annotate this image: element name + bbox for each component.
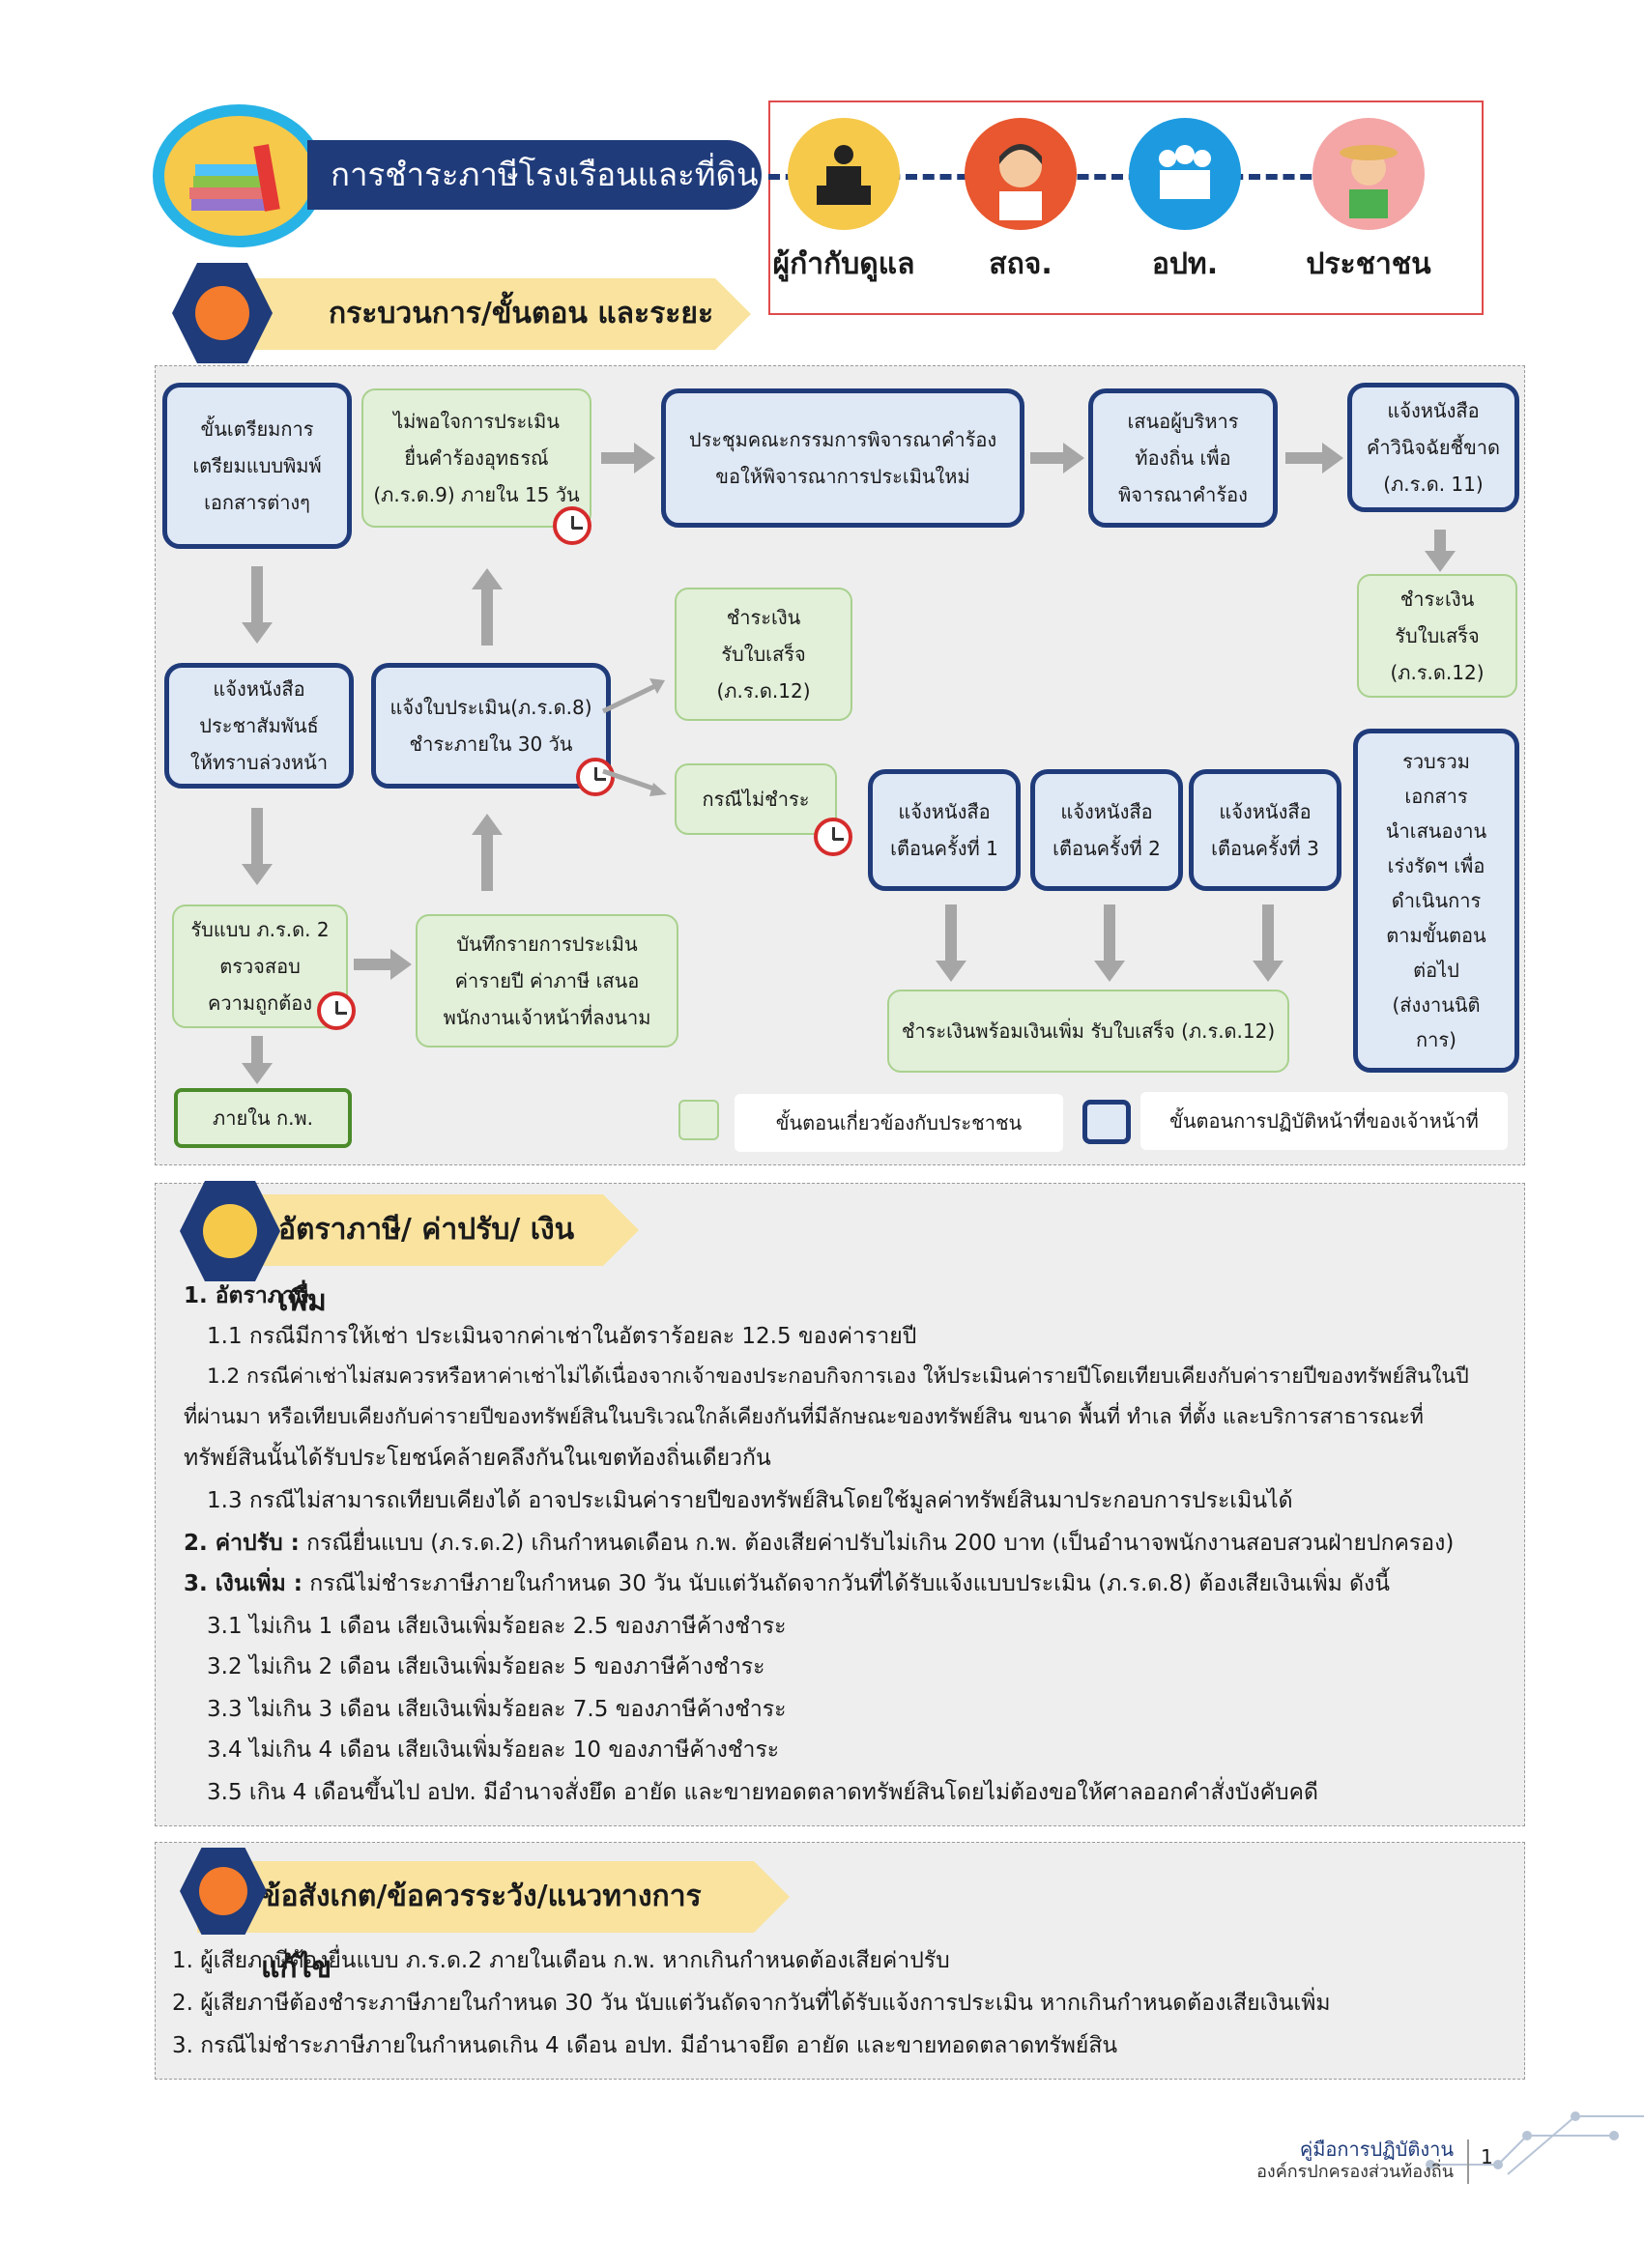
rates-heading-3: 3. เงินเพิ่ม : <box>184 1571 303 1596</box>
title-emblem <box>153 104 325 247</box>
footer-org: องค์กรปกครองส่วนท้องถิ่น <box>1256 2162 1454 2182</box>
rates-3-text: กรณีไม่ชำระภาษีภายในกำหนด 30 วัน นับแต่ว… <box>309 1571 1390 1596</box>
local-government-icon <box>1129 118 1241 230</box>
step-executive: เสนอผู้บริหาร ท้องถิ่น เพื่อ พิจารณาคำร้… <box>1088 388 1278 528</box>
arrow <box>242 566 273 644</box>
gear-icon <box>172 263 273 363</box>
step-decision: แจ้งหนังสือ คำวินิจฉัยชี้ขาด (ภ.ร.ด. 11) <box>1347 383 1519 512</box>
step-committee: ประชุมคณะกรรมการพิจารณาคำร้อง ขอให้พิจาร… <box>661 388 1024 528</box>
rates-1-2-line2: ที่ผ่านมา หรือเทียบเคียงกับค่ารายปีของทร… <box>184 1405 1424 1429</box>
arrow <box>1285 443 1343 474</box>
legend-officer-swatch <box>1082 1100 1131 1144</box>
rates-3-2: 3.2 ไม่เกิน 2 เดือน เสียเงินเพิ่มร้อยละ … <box>207 1654 765 1679</box>
clock-icon <box>576 758 615 796</box>
books-icon <box>189 144 280 212</box>
step-record: บันทึกรายการประเมิน ค่ารายปี ค่าภาษี เสน… <box>416 914 678 1048</box>
rates-3-5: 3.5 เกิน 4 เดือนขึ้นไป อปท. มีอำนาจสั่งย… <box>207 1780 1318 1805</box>
rates-1-2-line1: 1.2 กรณีค่าเช่าไม่สมควรหรือหาค่าเช่าไม่ไ… <box>207 1364 1469 1389</box>
clock-icon <box>317 991 356 1030</box>
clock-icon <box>814 818 852 856</box>
step-prepare: ขั้นเตรียมการ เตรียมแบบพิมพ์ เอกสารต่างๆ <box>162 383 352 549</box>
step-assessment: แจ้งใบประเมิน(ภ.ร.ด.8) ชำระภายใน 30 วัน <box>371 663 611 789</box>
process-section-title: กระบวนการ/ขั้นตอน และระยะเวลา <box>203 278 751 402</box>
citizen-icon <box>1312 118 1425 230</box>
rates-heading-1: 1. อัตราภาษี <box>184 1283 310 1308</box>
legend-public-swatch <box>678 1100 719 1140</box>
page-number: 1 <box>1481 2145 1493 2168</box>
supervisor-icon <box>788 118 900 230</box>
arrow <box>1094 904 1125 982</box>
eye-icon <box>180 1848 267 1935</box>
step-pay-receipt-right: ชำระเงิน รับใบเสร็จ (ภ.ร.ด.12) <box>1357 574 1517 698</box>
step-collect: รวบรวม เอกสาร นำเสนองาน เร่งรัดฯ เพื่อ ด… <box>1353 729 1519 1073</box>
rates-panel <box>155 1183 1525 1826</box>
money-bag-icon <box>180 1181 280 1281</box>
rates-3: 3. เงินเพิ่ม : กรณีไม่ชำระภาษีภายในกำหนด… <box>184 1569 1390 1598</box>
role-label-provincial: สถจ. <box>989 247 1053 281</box>
role-label-citizen: ประชาชน <box>1306 247 1431 281</box>
arrow <box>242 1036 273 1084</box>
rates-2: 2. ค่าปรับ : กรณียื่นแบบ (ภ.ร.ด.2) เกินก… <box>184 1529 1454 1558</box>
step-appeal: ไม่พอใจการประเมิน ยื่นคำร้องอุทธรณ์ (ภ.ร… <box>361 388 591 528</box>
footer-manual-title: คู่มือการปฏิบัติงาน <box>1299 2138 1454 2161</box>
page-title: การชำระภาษีโรงเรือนและที่ดิน <box>307 140 762 210</box>
arrow <box>242 808 273 885</box>
arrow <box>1030 443 1084 474</box>
note-item-3: 3. กรณีไม่ชำระภาษีภายในกำหนดเกิน 4 เดือน… <box>172 2033 1118 2058</box>
rates-1-2-line3: ทรัพย์สินนั้นได้รับประโยชน์คล้ายคลึงกันใ… <box>184 1446 771 1471</box>
rates-3-4: 3.4 ไม่เกิน 4 เดือน เสียเงินเพิ่มร้อยละ … <box>207 1737 780 1763</box>
step-pay-with-fine: ชำระเงินพร้อมเงินเพิ่ม รับใบเสร็จ (ภ.ร.ด… <box>887 990 1289 1073</box>
role-label-local-gov: อปท. <box>1151 247 1219 281</box>
rates-heading-2: 2. ค่าปรับ : <box>184 1531 300 1556</box>
rates-1-3: 1.3 กรณีไม่สามารถเทียบเคียงได้ อาจประเมิ… <box>207 1488 1293 1513</box>
arrow <box>472 568 503 646</box>
arrow <box>601 443 655 474</box>
clock-icon <box>553 506 591 545</box>
step-warn-3: แจ้งหนังสือ เตือนครั้งที่ 3 <box>1189 769 1341 891</box>
arrow <box>472 814 503 891</box>
step-pay-receipt-mid: ชำระเงิน รับใบเสร็จ (ภ.ร.ด.12) <box>675 588 852 721</box>
role-label-supervisor: ผู้กำกับดูแล <box>772 247 915 281</box>
arrow <box>936 904 966 982</box>
notes-section-title: ข้อสังเกต/ข้อควรระวัง/แนวทางการแก้ไข <box>197 1861 790 1985</box>
rates-3-3: 3.3 ไม่เกิน 3 เดือน เสียเงินเพิ่มร้อยละ … <box>207 1697 787 1722</box>
circuit-decoration-icon <box>1426 2111 1644 2175</box>
rates-2-text: กรณียื่นแบบ (ภ.ร.ด.2) เกินกำหนดเดือน ก.พ… <box>306 1531 1455 1556</box>
note-item-1: 1. ผู้เสียภาษีต้องยื่นแบบ ภ.ร.ด.2 ภายในเ… <box>172 1948 950 1973</box>
branch-arrows <box>601 678 667 796</box>
step-not-paid: กรณีไม่ชำระ <box>675 763 837 835</box>
legend-public-label: ขั้นตอนเกี่ยวข้องกับประชาชน <box>735 1094 1063 1152</box>
arrow <box>354 949 412 980</box>
roles-panel <box>768 100 1484 315</box>
provincial-officer-icon <box>965 118 1077 230</box>
arrow <box>1425 530 1456 572</box>
step-warn-1: แจ้งหนังสือ เตือนครั้งที่ 1 <box>868 769 1021 891</box>
note-item-2: 2. ผู้เสียภาษีต้องชำระภาษีภายในกำหนด 30 … <box>172 1991 1331 2016</box>
footer-divider <box>1467 2139 1469 2184</box>
arrow <box>1253 904 1283 982</box>
step-within-feb: ภายใน ก.พ. <box>174 1088 352 1148</box>
rates-1-1: 1.1 กรณีมีการให้เช่า ประเมินจากค่าเช่าใน… <box>207 1324 917 1349</box>
legend-officer-label: ขั้นตอนการปฏิบัติหน้าที่ของเจ้าหน้าที่ <box>1140 1092 1508 1150</box>
step-warn-2: แจ้งหนังสือ เตือนครั้งที่ 2 <box>1030 769 1183 891</box>
rates-3-1: 3.1 ไม่เกิน 1 เดือน เสียเงินเพิ่มร้อยละ … <box>207 1614 787 1639</box>
step-announce: แจ้งหนังสือ ประชาสัมพันธ์ ให้ทราบล่วงหน้… <box>164 663 354 789</box>
